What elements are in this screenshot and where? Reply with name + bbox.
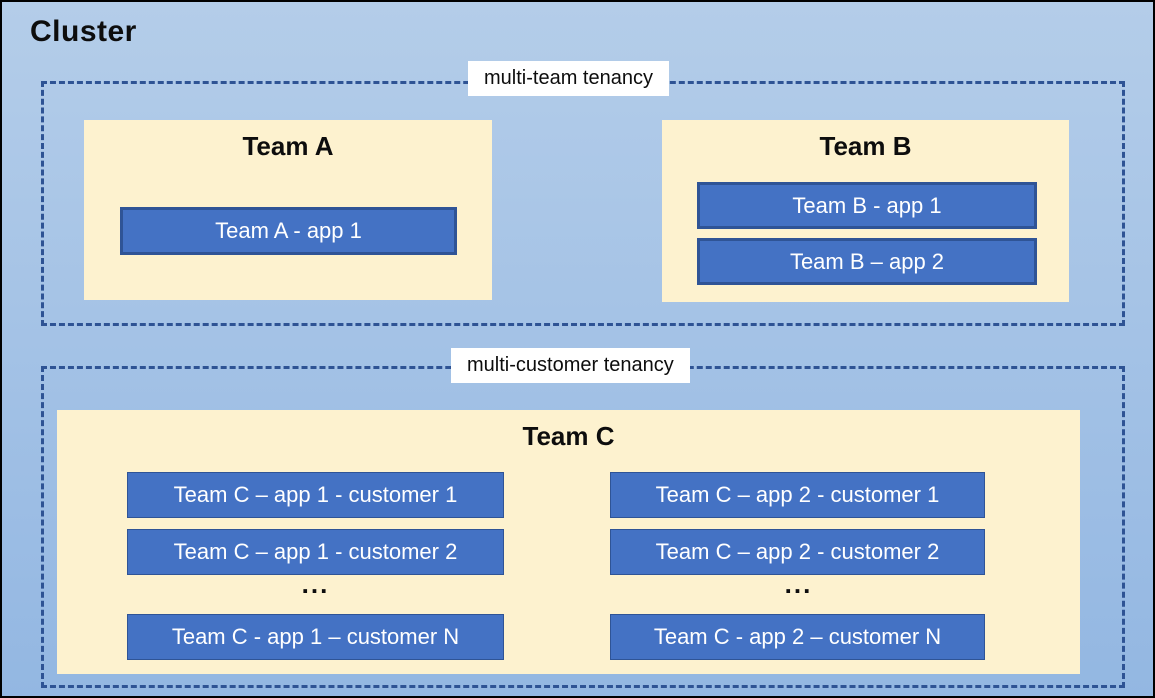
team-c-app2-customerN-box: Team C - app 2 – customer N (610, 614, 985, 660)
multi-customer-tenancy-label: multi-customer tenancy (451, 348, 690, 383)
team-c-title: Team C (522, 421, 615, 451)
team-b-title: Team B (819, 131, 912, 161)
team-c-app2-ellipsis: ... (784, 569, 813, 599)
multi-team-tenancy-label: multi-team tenancy (468, 61, 669, 96)
team-b-app-1-box: Team B - app 1 (697, 182, 1037, 229)
team-a-app-1-box: Team A - app 1 (120, 207, 457, 255)
team-b-app-2-box: Team B – app 2 (697, 238, 1037, 285)
team-a-title: Team A (242, 131, 334, 161)
team-c-app2-customer2-box: Team C – app 2 - customer 2 (610, 529, 985, 575)
team-c-app2-customer1-box: Team C – app 2 - customer 1 (610, 472, 985, 518)
cluster-title: Cluster (30, 15, 137, 48)
team-c-app1-ellipsis: ... (301, 569, 330, 599)
team-c-app1-customer2-box: Team C – app 1 - customer 2 (127, 529, 504, 575)
team-c-app1-customerN-box: Team C - app 1 – customer N (127, 614, 504, 660)
team-c-app1-customer1-box: Team C – app 1 - customer 1 (127, 472, 504, 518)
